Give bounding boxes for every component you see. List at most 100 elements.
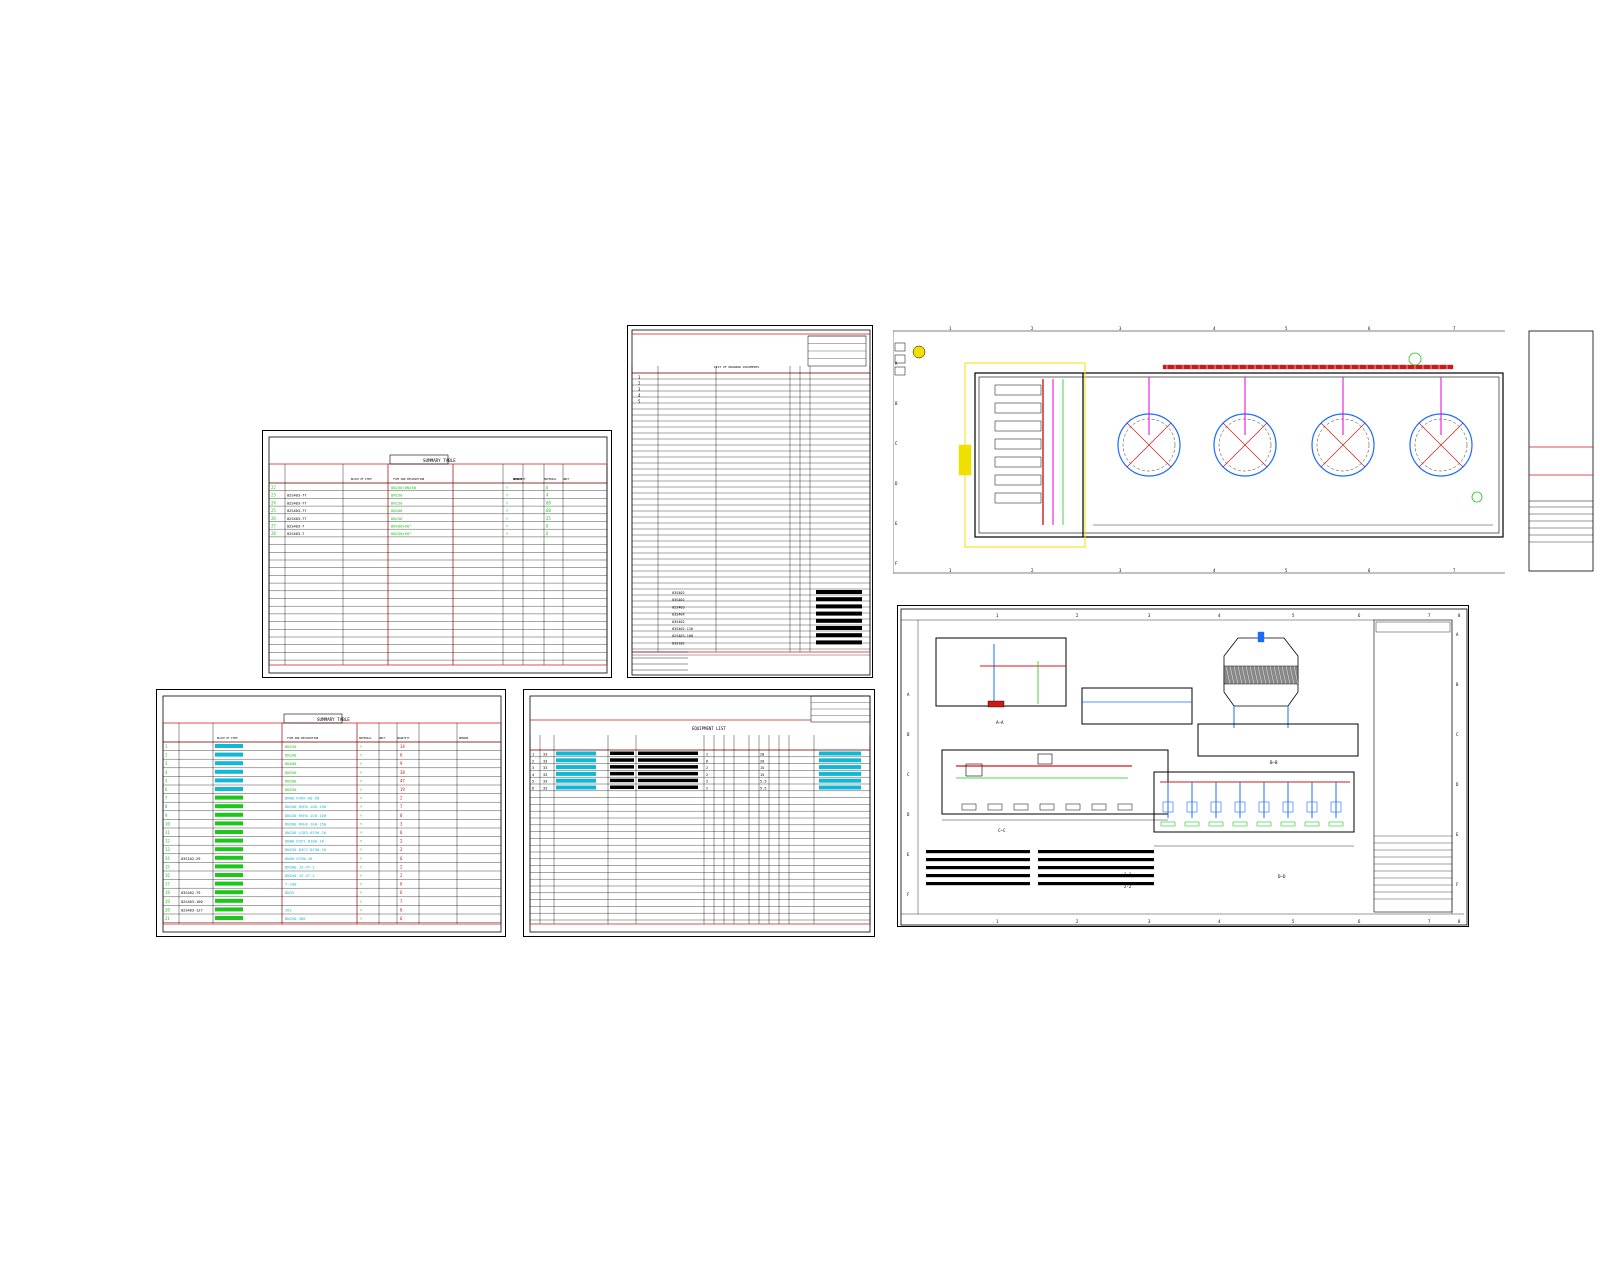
summary-a-row-code: 02S403-77 [287, 501, 306, 505]
section-tower-hatch [1261, 665, 1267, 685]
equipment-row-desc [638, 778, 698, 783]
section-array-base [1328, 821, 1344, 827]
section-grid-top: 3 [1148, 613, 1151, 618]
section-array-pump [1234, 801, 1246, 813]
section-tower-hatch [1229, 665, 1235, 685]
equipment-row-power: 5.5 [760, 780, 767, 784]
drawing-list-title: LIST OF DRAWING DOCUMENTS [714, 365, 759, 369]
plan-grid-side: F [895, 561, 898, 566]
section-tower-hatch [1245, 665, 1251, 685]
summary-a-row-unit: Y [506, 532, 509, 536]
summary-b-row-spec: DN100 [285, 753, 297, 758]
summary-b-row-no: 1 [165, 744, 168, 749]
section-grid-side: B [907, 732, 910, 737]
section-tower-hatch [1257, 665, 1263, 685]
section-grid-bottom: 4 [1218, 919, 1221, 924]
plan-grid-top: 3 [1119, 326, 1122, 331]
summary-b-row-code: 03S402-79 [181, 891, 200, 895]
summary-a-row-spec: DN200x90° [391, 524, 412, 529]
summary-b-row-unit: Y [360, 788, 363, 792]
summary-a-row-spec: DN100 [391, 508, 403, 513]
section-grid-side-r: B [1456, 682, 1459, 687]
section-tower-hatch [1233, 665, 1239, 685]
plan-yellow-block [958, 444, 972, 476]
summary-b-row-qty: 38 [400, 770, 405, 775]
std-desc-bar [816, 626, 862, 630]
equipment-row-power: 5.5 [760, 787, 767, 791]
section-tower-hatch [1249, 665, 1255, 685]
summary-b-row-no: 7 [165, 796, 168, 801]
summary-b-header: TYPE AND DESCRIPTION [287, 736, 319, 740]
summary-b-title: SUMMARY TABLE [317, 717, 350, 722]
summary-a-header: QUANTITY [513, 477, 526, 481]
summary-a-row-unit: Y [506, 525, 509, 529]
section-tower-hatch [1253, 665, 1259, 685]
equipment-row-desc [638, 785, 698, 789]
summary-a-row-no: 23 [271, 493, 276, 498]
drawing-list-row-no: 1 [638, 375, 641, 380]
summary-b-row-name [215, 907, 243, 912]
summary-b-row-spec: DN80 RVHX-60-50 [285, 796, 320, 801]
summary-b-row-name [215, 847, 243, 852]
plan-grid-top: 7 [1453, 326, 1456, 331]
plan-yellow-zone [964, 362, 1086, 548]
summary-b-row-unit: Y [360, 771, 363, 775]
equipment-row-desc [638, 771, 698, 776]
section-valve [965, 763, 983, 777]
section-array-pump [1186, 801, 1198, 813]
plan-pump [994, 456, 1042, 468]
summary-b-row-unit: Y [360, 831, 363, 835]
summary-b-header: REMARK [459, 736, 469, 740]
section-tank [1081, 687, 1193, 725]
equipment-row-desc [638, 758, 698, 762]
section-array-pump [1330, 801, 1342, 813]
summary-b-row-no: 19 [165, 899, 170, 904]
summary-b-row-qty: 6 [400, 890, 403, 895]
section-tower-hatch [1265, 665, 1271, 685]
section-array-pump [1162, 801, 1174, 813]
summary-b-row-qty: 3 [400, 821, 403, 826]
summary-b-row-name [215, 812, 243, 817]
plan-grid-top: 6 [1368, 326, 1371, 331]
summary-b-row-name [215, 752, 243, 757]
section-label-a: A—A [996, 720, 1004, 725]
drawing-list-row-no: 4 [638, 393, 641, 398]
section-pump-base [1117, 803, 1133, 811]
section-grid-bottom: 6 [1358, 919, 1361, 924]
section-array-pump [1210, 801, 1222, 813]
summary-b-row-spec: DN200 RVHX-100-150 [285, 821, 327, 826]
summary-a-row-spec: DN250x90° [391, 531, 412, 536]
section-grid-bottom: 1 [996, 919, 999, 924]
equipment-title: EQUIPMENT LIST [692, 726, 726, 731]
drawing-list-std-code: 03S402 [672, 620, 685, 624]
section-valve [1037, 753, 1053, 765]
section-grid-side: E [907, 852, 910, 857]
section-pump-base [1065, 803, 1081, 811]
summary-b-header: QUANTITY [397, 736, 410, 740]
plan-key-box [894, 354, 906, 364]
summary-a-row-no: 26 [271, 516, 276, 521]
summary-a-row-unit: Y [506, 486, 509, 490]
summary-b-row-unit: Y [360, 908, 363, 912]
summary-b-row-qty: 47 [400, 778, 405, 783]
summary-b-row-unit: Y [360, 848, 363, 852]
equipment-row-qty: 2 [706, 753, 708, 757]
summary-b-row-qty: 6 [400, 882, 403, 887]
equipment-row-remark [819, 785, 861, 790]
equipment-row-name [556, 758, 596, 763]
summary-b-row-qty: 8 [400, 813, 403, 818]
plan-tower-x [1418, 422, 1464, 468]
plan-pump [994, 492, 1042, 504]
section-array-pump [1306, 801, 1318, 813]
section-grid-top: 7 [1428, 613, 1431, 618]
section-grid-bottom: 5 [1292, 919, 1295, 924]
section-pump-base [1013, 803, 1029, 811]
summary-b-row-spec: DN150 [285, 744, 297, 749]
equipment-row-remark [819, 771, 861, 776]
section-pump-array [1153, 771, 1355, 833]
equipment-row-remark [819, 751, 861, 756]
summary-a-row-code: 02S403-77 [287, 517, 306, 521]
summary-b-row-spec: DN250-300 [285, 916, 306, 921]
